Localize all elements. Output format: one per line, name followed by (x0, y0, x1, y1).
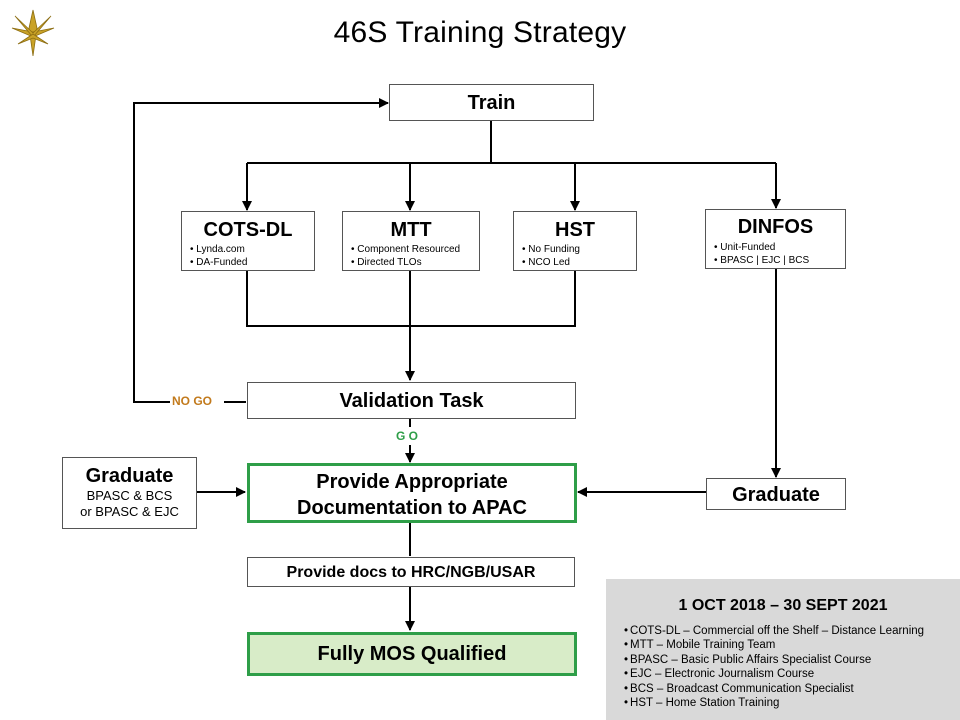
legend-item: MTT – Mobile Training Team (624, 638, 924, 652)
documentation-box: Provide Appropriate Documentation to APA… (247, 463, 577, 523)
option-bullet: BPASC | EJC | BCS (714, 254, 845, 267)
legend-item: EJC – Electronic Journalism Course (624, 667, 924, 681)
validation-task-label: Validation Task (339, 390, 484, 412)
documentation-line: Provide Appropriate (316, 471, 508, 493)
option-box-dinfos: DINFOS Unit-Funded BPASC | EJC | BCS (705, 209, 846, 269)
option-box-mtt: MTT Component Resourced Directed TLOs (342, 211, 480, 271)
train-label: Train (467, 92, 516, 114)
legend-panel: 1 OCT 2018 – 30 SEPT 2021 COTS-DL – Comm… (606, 579, 960, 720)
option-bullets: Component Resourced Directed TLOs (343, 243, 479, 269)
option-bullet: DA-Funded (190, 256, 314, 269)
fully-qualified-box: Fully MOS Qualified (247, 632, 577, 676)
legend-list: COTS-DL – Commercial off the Shelf – Dis… (624, 624, 924, 710)
graduate-left-box: Graduate BPASC & BCS or BPASC & EJC (62, 457, 197, 529)
option-box-hst: HST No Funding NCO Led (513, 211, 637, 271)
go-label: G O (396, 429, 419, 443)
graduate-line: BPASC & BCS (86, 488, 173, 503)
option-bullet: Lynda.com (190, 243, 314, 256)
option-bullet: NCO Led (522, 256, 636, 269)
legend-date-range: 1 OCT 2018 – 30 SEPT 2021 (678, 597, 888, 614)
legend-item: COTS-DL – Commercial off the Shelf – Dis… (624, 624, 924, 638)
branch-insignia-icon (11, 9, 55, 57)
option-bullets: No Funding NCO Led (514, 243, 636, 269)
fully-qualified-label: Fully MOS Qualified (317, 643, 507, 665)
option-box-cots-dl: COTS-DL Lynda.com DA-Funded (181, 211, 315, 271)
option-bullets: Unit-Funded BPASC | EJC | BCS (706, 241, 845, 267)
provide-docs-box: Provide docs to HRC/NGB/USAR (247, 557, 575, 587)
option-title: DINFOS (737, 216, 814, 238)
option-title: HST (555, 219, 595, 241)
option-bullet: Directed TLOs (351, 256, 479, 269)
no-go-label: NO GO (172, 394, 213, 408)
graduate-line: or BPASC & EJC (80, 504, 179, 519)
graduate-title: Graduate (732, 484, 820, 506)
validation-task-box: Validation Task (247, 382, 576, 419)
option-title: COTS-DL (203, 219, 293, 241)
train-box: Train (389, 84, 594, 121)
option-bullet: Unit-Funded (714, 241, 845, 254)
option-title: MTT (390, 219, 432, 241)
legend-item: BCS – Broadcast Communication Specialist (624, 682, 924, 696)
provide-docs-label: Provide docs to HRC/NGB/USAR (286, 564, 536, 581)
legend-item: HST – Home Station Training (624, 696, 924, 710)
legend-item: BPASC – Basic Public Affairs Specialist … (624, 653, 924, 667)
option-bullet: Component Resourced (351, 243, 479, 256)
page-title: 46S Training Strategy (333, 16, 627, 49)
documentation-line: Documentation to APAC (297, 497, 527, 519)
option-bullets: Lynda.com DA-Funded (182, 243, 314, 269)
graduate-title: Graduate (85, 465, 174, 487)
graduate-right-box: Graduate (706, 478, 846, 510)
option-bullet: No Funding (522, 243, 636, 256)
